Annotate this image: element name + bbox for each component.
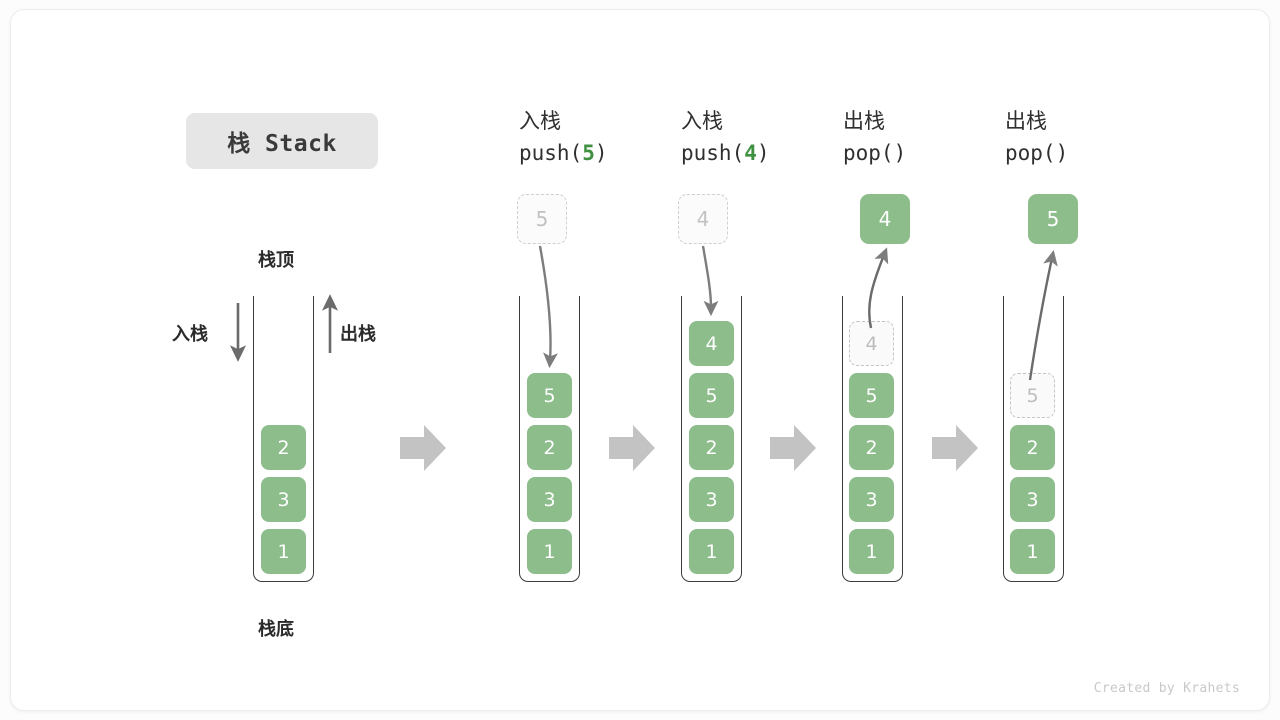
stage-header-push-5: 入栈 push(5): [519, 106, 689, 170]
pop-label: 出栈: [340, 324, 376, 345]
popped-chip: 4: [860, 194, 910, 244]
code-prefix: push(: [519, 141, 583, 165]
code-prefix: push(: [681, 141, 745, 165]
code-suffix: ): [594, 141, 608, 165]
stage-header-pop-4: 出栈 pop(): [843, 106, 1013, 170]
stack-container-pop-5: [1003, 296, 1064, 582]
code-argument: 4: [744, 141, 757, 165]
code-prefix: pop(: [1005, 141, 1056, 165]
stack-cell-removed: 4: [849, 321, 894, 366]
stage-header-code: pop(): [1005, 136, 1175, 170]
code-argument: 5: [582, 141, 595, 165]
stage-header-cn: 入栈: [519, 109, 561, 133]
stack-container-initial: [253, 296, 314, 582]
stack-bottom-label: 栈底: [258, 619, 294, 640]
stage-header-cn: 出栈: [843, 109, 885, 133]
stack-cell: 1: [261, 529, 306, 574]
stack-cell: 3: [1010, 477, 1055, 522]
stage-header-cn: 入栈: [681, 109, 723, 133]
stack-container-push-4: [681, 296, 742, 582]
stack-container-push-5: [519, 296, 580, 582]
stack-cell: 2: [849, 425, 894, 470]
stack-container-pop-4: [842, 296, 903, 582]
stack-cell: 3: [689, 477, 734, 522]
stage-header-cn: 出栈: [1005, 109, 1047, 133]
stack-cell: 1: [1010, 529, 1055, 574]
pending-chip: 5: [517, 194, 567, 244]
title-badge: 栈 Stack: [186, 113, 378, 169]
stack-cell: 5: [527, 373, 572, 418]
stack-cell: 2: [689, 425, 734, 470]
stack-cell: 5: [849, 373, 894, 418]
stack-cell: 1: [849, 529, 894, 574]
stack-cell: 3: [527, 477, 572, 522]
code-suffix: ): [1055, 141, 1069, 165]
popped-chip: 5: [1028, 194, 1078, 244]
code-suffix: ): [893, 141, 907, 165]
stack-cell: 2: [1010, 425, 1055, 470]
stack-cell-removed: 5: [1010, 373, 1055, 418]
stage-header-push-4: 入栈 push(4): [681, 106, 851, 170]
stack-cell: 2: [527, 425, 572, 470]
stack-top-label: 栈顶: [258, 250, 294, 271]
pending-chip: 4: [678, 194, 728, 244]
code-suffix: ): [756, 141, 770, 165]
stage-header-code: push(5): [519, 136, 689, 170]
stage-header-code: push(4): [681, 136, 851, 170]
push-label: 入栈: [172, 324, 208, 345]
stack-cell: 4: [689, 321, 734, 366]
code-prefix: pop(: [843, 141, 894, 165]
credit-text: Created by Krahets: [1093, 681, 1240, 696]
stack-cell: 3: [849, 477, 894, 522]
stack-cell: 1: [527, 529, 572, 574]
stage-header-code: pop(): [843, 136, 1013, 170]
stack-cell: 3: [261, 477, 306, 522]
stack-cell: 5: [689, 373, 734, 418]
stack-cell: 2: [261, 425, 306, 470]
stage-header-pop-5: 出栈 pop(): [1005, 106, 1175, 170]
stack-cell: 1: [689, 529, 734, 574]
